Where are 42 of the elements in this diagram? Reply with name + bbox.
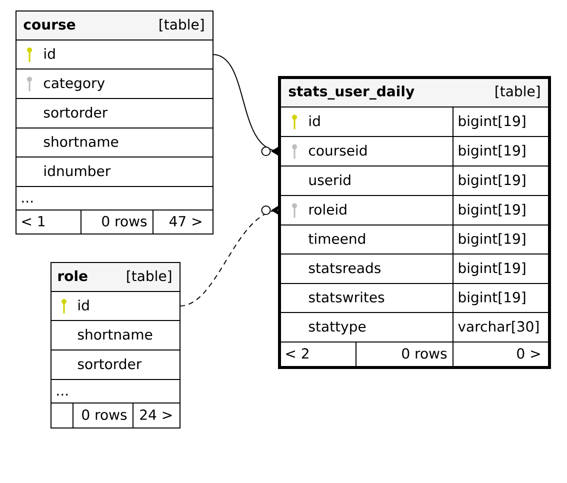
footer-label: 0 > — [517, 348, 540, 359]
table-cell: roleid — [280, 195, 454, 226]
table-name: stats_user_daily — [288, 86, 414, 100]
table-cell: id — [16, 40, 214, 70]
table-cell: idnumber — [16, 156, 214, 187]
footer-label: 0 rows — [82, 409, 127, 420]
table-cell: bigint[19] — [452, 106, 550, 137]
table-cell: bigint[19] — [452, 254, 550, 284]
table-cell: statswrites — [280, 283, 454, 313]
footer-label: < 2 — [286, 348, 308, 359]
table-name: role — [58, 270, 88, 282]
table-cell: bigint[19] — [452, 224, 550, 254]
table-cell: bigint[19] — [452, 283, 550, 313]
table-cell: timeend — [280, 224, 454, 254]
table-type: [table] — [127, 270, 172, 283]
footer-label: 0 rows — [402, 348, 447, 359]
table-cell: id — [280, 106, 454, 137]
footer-label: 24 > — [140, 409, 172, 420]
table-cell: shortname — [16, 128, 214, 158]
table-cell: userid — [280, 166, 454, 196]
table-name: course — [24, 22, 76, 30]
table-cell: courseid — [280, 136, 454, 166]
table-type: [table] — [496, 86, 540, 98]
table-cell: varchar[30] — [452, 312, 550, 342]
table-cell: sortorder — [50, 350, 180, 380]
table-cell: shortname — [50, 320, 180, 350]
table-cell: ... — [16, 186, 214, 210]
footer-label: 47 > — [170, 216, 202, 226]
table-cell: stattype — [280, 312, 454, 342]
table-cell: category — [16, 68, 214, 99]
table-cell: bigint[19] — [452, 166, 550, 196]
footer-label: 0 rows — [102, 216, 147, 226]
footer-label: < 1 — [22, 216, 44, 226]
table-cell: sortorder — [16, 98, 214, 128]
table-cell: bigint[19] — [452, 195, 550, 226]
table-cell: bigint[19] — [452, 136, 550, 166]
relationship-line — [212, 54, 280, 157]
table-cell: ... — [50, 379, 180, 404]
table-cell: id — [50, 291, 180, 321]
relationship-line — [180, 204, 280, 306]
table-cell: statsreads — [280, 254, 454, 284]
table-type: [table] — [160, 18, 204, 32]
